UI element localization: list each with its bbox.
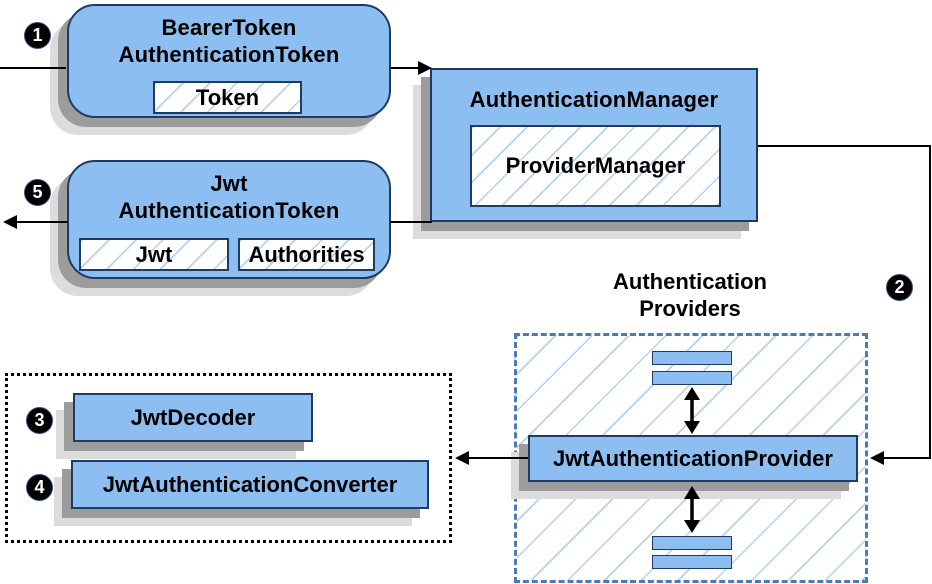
- jwt-decoder-group-box: JwtDecoder JwtAuthenticationConverter: [5, 373, 452, 543]
- step-4-marker: 4: [26, 474, 53, 501]
- provider-manager-chip: ProviderManager: [470, 125, 721, 207]
- jwt-authentication-converter-box: JwtAuthenticationConverter: [71, 460, 429, 509]
- provider-placeholder-bar-2: [652, 371, 732, 385]
- bearer-token-box-title: BearerToken AuthenticationToken: [69, 14, 389, 68]
- authentication-providers-label: Authentication Providers: [560, 268, 820, 322]
- provider-to-decoder-arrowhead-icon: [455, 451, 469, 465]
- jwt-token-title-line1: Jwt: [210, 171, 248, 196]
- bearer-token-title-line1: BearerToken: [161, 15, 297, 40]
- authentication-providers-group-box: JwtAuthenticationProvider: [514, 333, 868, 583]
- bearer-token-title-line2: AuthenticationToken: [118, 42, 340, 67]
- step-3-marker: 3: [26, 407, 53, 434]
- jwt-outgoing-arrowhead-icon: [3, 215, 17, 229]
- authentication-providers-label-line1: Authentication: [613, 269, 767, 294]
- provider-placeholder-bar-1: [652, 351, 732, 365]
- bearer-token-authentication-token-box: BearerToken AuthenticationToken Token: [67, 4, 391, 118]
- jwt-authentication-provider-box: JwtAuthenticationProvider: [528, 435, 858, 482]
- provider-placeholder-bar-4: [652, 555, 732, 569]
- provider-placeholder-bar-3: [652, 536, 732, 550]
- authentication-manager-box: AuthenticationManager ProviderManager: [430, 68, 758, 222]
- authorities-chip: Authorities: [238, 238, 375, 271]
- jwt-chip: Jwt: [79, 238, 229, 271]
- jwt-authentication-token-box: Jwt AuthenticationToken Jwt Authorities: [67, 160, 391, 279]
- jwt-token-title-line2: AuthenticationToken: [118, 198, 340, 223]
- step-2-marker: 2: [886, 274, 913, 301]
- authentication-manager-title: AuthenticationManager: [469, 87, 719, 112]
- token-chip: Token: [153, 81, 302, 114]
- manager-to-provider-arrowhead-icon: [870, 451, 884, 465]
- jwt-decoder-box: JwtDecoder: [73, 393, 313, 442]
- step-1-marker: 1: [24, 22, 51, 49]
- authentication-providers-label-line2: Providers: [639, 296, 741, 321]
- step-5-marker: 5: [24, 179, 51, 206]
- jwt-token-box-title: Jwt AuthenticationToken: [69, 170, 389, 224]
